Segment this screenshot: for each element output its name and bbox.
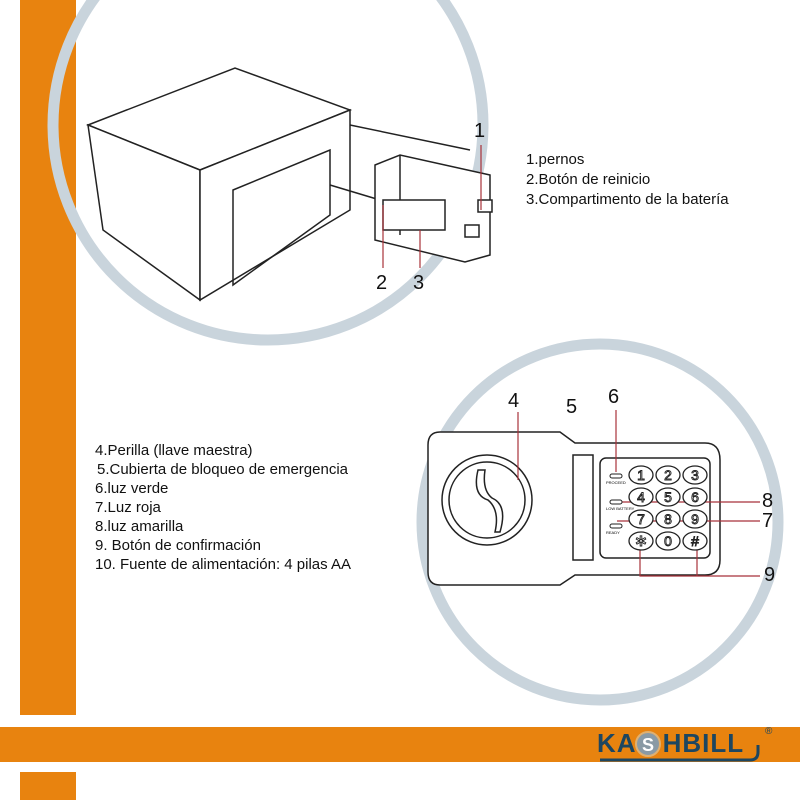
legend-bottom-6: 6.luz verde [95,480,169,497]
key-7[interactable]: 7 [628,509,654,529]
legend-bottom-4: 4.Perilla (llave maestra) [95,442,253,459]
indicator-ready: READY [606,530,620,535]
logo-underline [600,745,760,762]
callout-4: 4 [508,390,520,412]
logo-coin [635,731,661,757]
key-#[interactable]: # [682,531,708,551]
key-8[interactable]: 8 [655,509,681,529]
lock-panel-illustration [427,431,721,586]
orange-footer-bar [0,727,800,762]
key-label: 2 [664,467,672,483]
key-label: 3 [691,467,699,483]
key-0[interactable]: 0 [655,531,681,551]
callout-9: 9 [764,564,776,586]
legend-bottom-7: 7.Luz roja [95,499,161,516]
callout-7: 7 [762,510,774,532]
lock-module-illustration [374,154,493,263]
indicator-proceed: PROCEED [606,480,626,485]
callout-5: 5 [566,396,578,418]
key-9[interactable]: 9 [682,509,708,529]
key-label: 1 [637,467,645,483]
key-label: 0 [664,533,672,549]
key-6[interactable]: 6 [682,487,708,507]
legend-bottom-10: 10. Fuente de alimentación: 4 pilas AA [95,556,351,573]
key-label: 8 [664,511,672,527]
legend-bottom-9: 9. Botón de confirmación [95,537,261,554]
legend-bottom-5: 5.Cubierta de bloqueo de emergencia [97,461,349,478]
top-circle [47,0,489,346]
key-label: 7 [637,511,645,527]
callout-6: 6 [608,386,620,408]
key-label: ✲ [635,533,647,549]
callout-8: 8 [762,490,774,512]
legend-top-3: 3.Compartimento de la batería [526,191,729,208]
key-1[interactable]: 1 [628,465,654,485]
indicator-low-battery: LOW BATTERY [606,506,635,511]
key-4[interactable]: 4 [628,487,654,507]
callout-lines-top [382,145,482,268]
legend-bottom-8: 8.luz amarilla [95,518,184,535]
callout-2: 2 [376,272,388,294]
keypad: 1 2 3 4 5 6 7 8 9 ✲ 0 # [628,465,708,551]
callout-1: 1 [474,120,486,142]
key-3[interactable]: 3 [682,465,708,485]
registered-mark: ® [765,726,773,737]
callout-3: 3 [413,272,425,294]
key-label: 4 [637,489,645,505]
legend-top-2: 2.Botón de reinicio [526,171,651,188]
logo-coin-s: S [642,735,654,755]
indicator-leds [609,473,623,529]
key-✲[interactable]: ✲ [628,531,654,551]
key-5[interactable]: 5 [655,487,681,507]
key-label: # [691,533,699,549]
key-label: 9 [691,511,699,527]
key-2[interactable]: 2 [655,465,681,485]
legend-top-1: 1.pernos [526,151,585,168]
key-label: 6 [691,489,699,505]
orange-corner-block [20,772,76,800]
safe-illustration [85,67,471,302]
key-label: 5 [664,489,672,505]
